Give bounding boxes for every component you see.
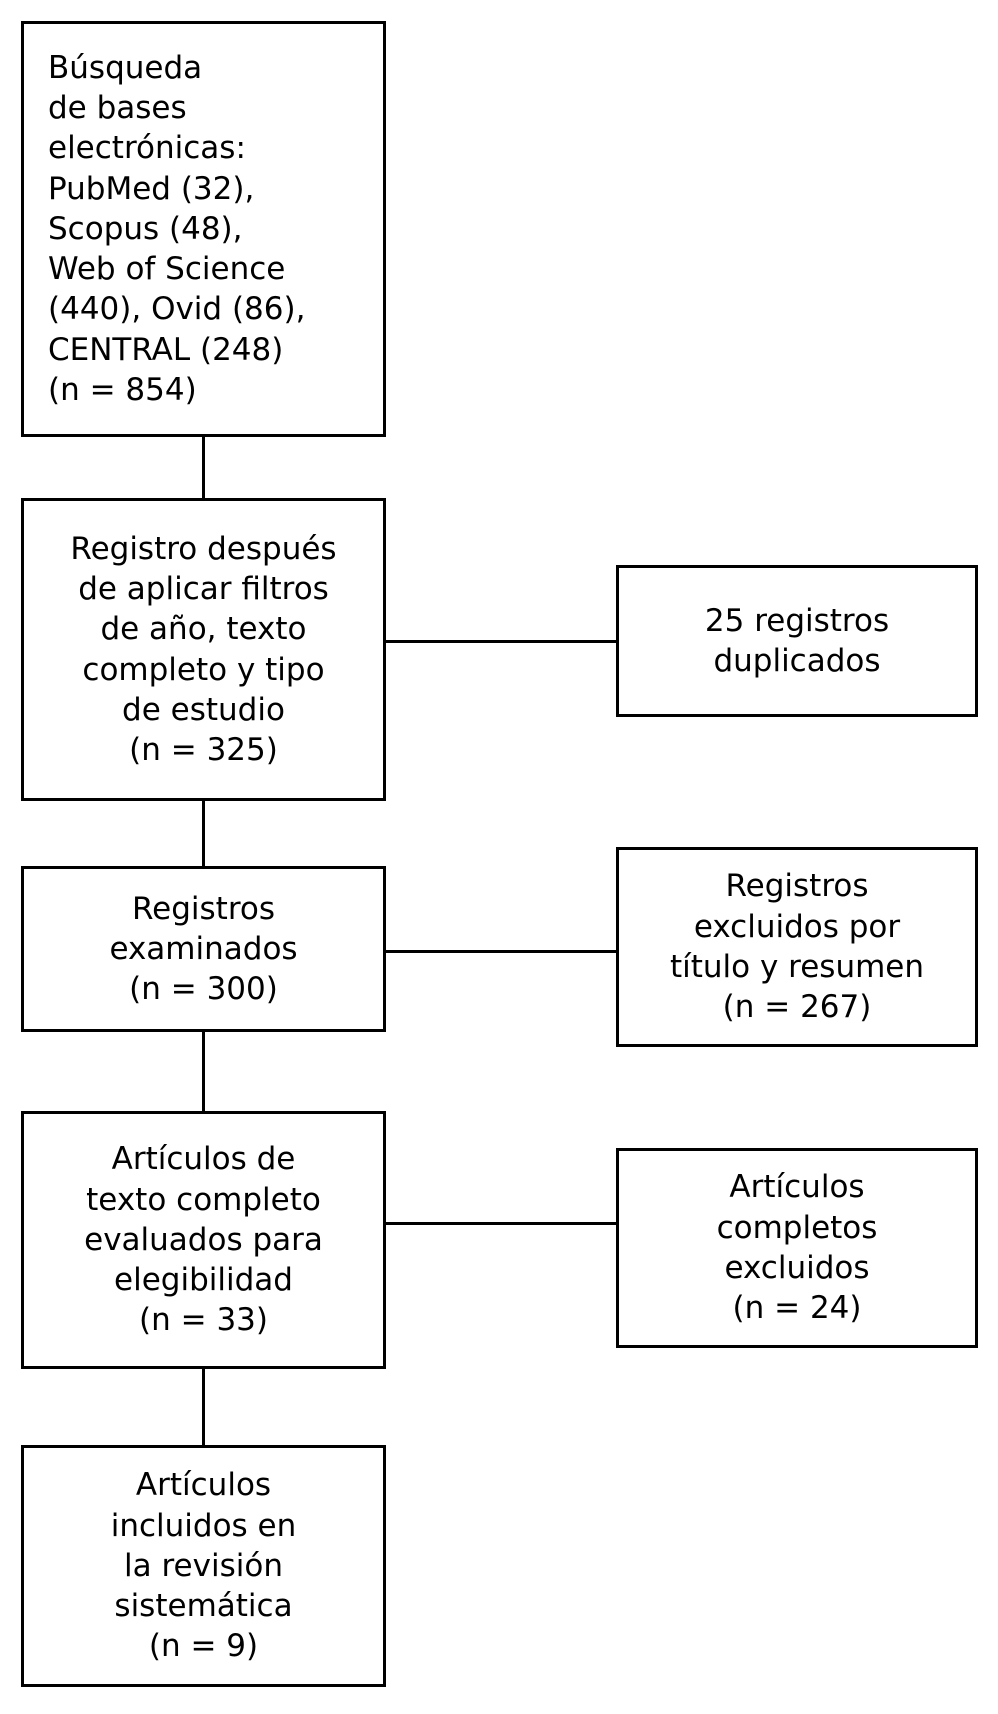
text-line: electrónicas: [48,130,246,167]
text-line: excluidos [724,1250,870,1286]
box-articulos-incluidos: Artículos incluidos en la revisión siste… [21,1445,386,1687]
connector-examinados-to-excluidos [386,950,618,953]
box-elegibilidad-text: Artículos de texto completo evaluados pa… [24,1139,383,1340]
text-line: evaluados para [84,1221,323,1258]
box-elegibilidad: Artículos de texto completo evaluados pa… [21,1111,386,1369]
text-line: texto completo [86,1181,321,1218]
text-line: elegibilidad [114,1262,293,1299]
box-busqueda-bases-electronicas: Búsqueda de bases electrónicas: PubMed (… [21,21,386,437]
text-line: examinados [109,930,298,967]
connector-elegibilidad-to-incluidos [202,1366,205,1448]
text-line: de aplicar filtros [78,570,329,607]
text-line: Artículos de [111,1141,296,1178]
connector-registro-to-duplicados [386,640,618,643]
text-line: (n = 267) [722,989,872,1026]
text-line: 25 registros [704,602,890,639]
text-line: completos [716,1209,878,1246]
text-line: CENTRAL (248) [48,331,284,368]
text-line: sistemática [114,1588,293,1625]
text-line: excluidos por [693,908,901,945]
box-registros-duplicados-text: 25 registros duplicados [619,601,975,682]
text-line: (n = 9) [148,1628,259,1665]
text-line: de estudio [122,691,285,728]
text-line: Registros [725,868,869,905]
text-line: (n = 325) [129,732,278,769]
text-line: de bases [48,89,187,126]
text-line: Artículos [135,1467,272,1504]
box-registros-examinados: Registros examinados (n = 300) [21,866,386,1032]
text-line: Registro después [70,530,337,567]
box-registros-duplicados: 25 registros duplicados [616,565,978,717]
connector-busqueda-to-registro [202,437,205,501]
box-registro-filtros: Registro después de aplicar filtros de a… [21,498,386,801]
box-registros-examinados-text: Registros examinados (n = 300) [24,889,383,1010]
text-line: Scopus (48), [48,210,243,247]
text-line: incluidos en [110,1507,297,1544]
text-line: la revisión [124,1547,283,1584]
box-registro-filtros-text: Registro después de aplicar filtros de a… [24,529,383,771]
text-line: (440), Ovid (86), [48,291,306,328]
text-line: (n = 854) [48,372,197,409]
text-line: Búsqueda [48,49,203,86]
text-line: (n = 300) [129,971,278,1008]
box-articulos-completos-excluidos-text: Artículos completos excluidos (n = 24) [619,1167,975,1328]
text-line: (n = 33) [139,1302,268,1339]
text-line: completo y tipo [82,651,325,688]
box-registros-excluidos: Registros excluidos por título y resumen… [616,847,978,1047]
text-line: de año, texto [100,611,307,648]
text-line: (n = 24) [732,1290,862,1327]
text-line: duplicados [713,643,881,679]
box-registros-excluidos-text: Registros excluidos por título y resumen… [619,866,975,1027]
text-line: Web of Science [48,251,286,288]
connector-examinados-to-elegibilidad [202,1029,205,1114]
text-line: Registros [132,890,275,927]
connector-elegibilidad-to-completos-excluidos [386,1222,618,1225]
box-busqueda-text: Búsqueda de bases electrónicas: PubMed (… [24,48,383,411]
text-line: título y resumen [669,949,925,985]
connector-registro-to-examinados [202,798,205,868]
box-articulos-completos-excluidos: Artículos completos excluidos (n = 24) [616,1148,978,1348]
text-line: Artículos [729,1169,865,1206]
text-line: PubMed (32), [48,170,255,207]
box-articulos-incluidos-text: Artículos incluidos en la revisión siste… [24,1465,383,1666]
